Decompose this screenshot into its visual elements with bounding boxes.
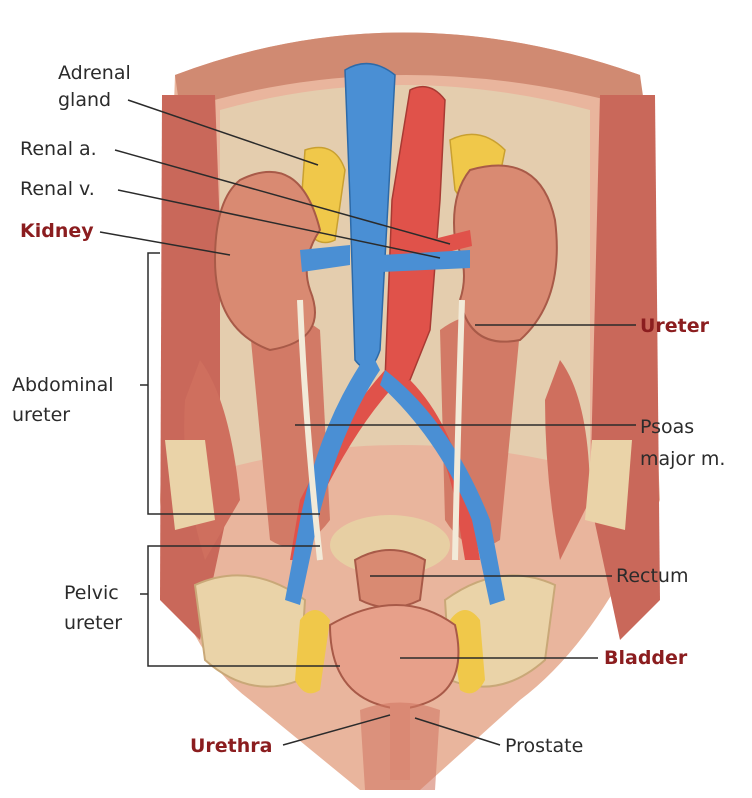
label-renal-artery: Renal a. xyxy=(20,138,97,160)
urethra-prostate xyxy=(360,702,440,790)
label-psoas-line2: major m. xyxy=(640,448,726,470)
label-psoas-line1: Psoas xyxy=(640,416,695,438)
label-bladder: Bladder xyxy=(604,647,688,669)
label-pelvic-ureter-line1: Pelvic xyxy=(64,582,119,604)
bladder xyxy=(295,604,485,710)
label-pelvic-ureter-line2: ureter xyxy=(64,612,123,634)
label-prostate: Prostate xyxy=(505,735,584,757)
label-renal-vein: Renal v. xyxy=(20,178,95,200)
pelvic-bones xyxy=(165,440,632,688)
label-kidney: Kidney xyxy=(20,220,94,242)
inferior-vena-cava xyxy=(285,62,505,605)
label-urethra: Urethra xyxy=(190,735,273,757)
rectum xyxy=(330,515,450,609)
label-adrenal-gland-line1: Adrenal xyxy=(58,62,131,84)
label-abdominal-ureter-line2: ureter xyxy=(12,404,71,426)
leader-lines xyxy=(99,99,636,746)
label-rectum: Rectum xyxy=(616,565,689,587)
label-ureter: Ureter xyxy=(640,315,710,337)
label-adrenal-gland-line2: gland xyxy=(58,89,112,111)
label-abdominal-ureter-line1: Abdominal xyxy=(12,374,114,396)
